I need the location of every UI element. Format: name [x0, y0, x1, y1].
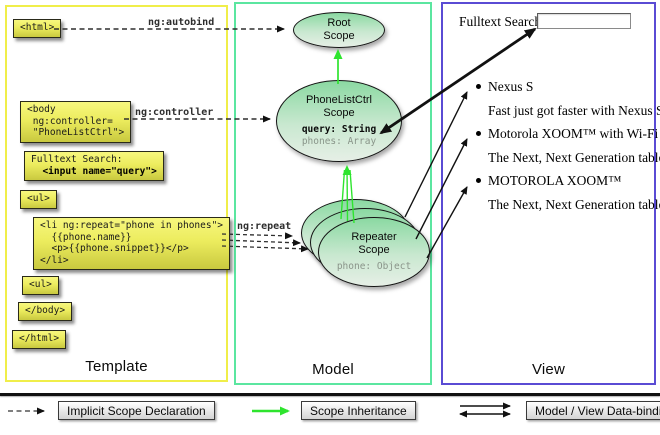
phones-array-property: phones: Array [301, 136, 377, 147]
query-string-property: query: String [301, 123, 377, 135]
fulltext-code-label: Fulltext Search: [31, 154, 123, 165]
body-close-tag: </body> [25, 305, 66, 316]
li-line2: {{phone.name}} [40, 231, 132, 243]
ul-open-tag-box: <ul> [20, 190, 57, 209]
view-item-subtitle: The Next, Next Generation tablet. [488, 149, 660, 165]
root-scope-title-line1: Root [327, 17, 351, 29]
html-close-tag: </html> [19, 333, 60, 344]
view-item-subtitle: Fast just got faster with Nexus S. [488, 102, 660, 118]
view-item-title: Motorola XOOM™ with Wi-Fi [476, 126, 658, 150]
legend-data-binding-box: Model / View Data-binding [526, 401, 660, 420]
ul-close-tag: <ul> [29, 279, 52, 290]
html-open-tag: <html> [20, 22, 55, 33]
phone-object-property: phone: Object [336, 260, 412, 272]
body-open-tag-box: <body ng:controller= "PhoneListCtrl"> [20, 101, 132, 143]
view-results-list: Nexus S Fast just got faster with Nexus … [476, 79, 660, 221]
bullet-icon [476, 131, 481, 137]
li-line4: </li> [40, 254, 69, 266]
fulltext-search-code-box: Fulltext Search: <input name="query"> [24, 151, 164, 181]
view-item-title: Nexus S [476, 79, 652, 103]
view-fulltext-search-label: Fulltext Search: [459, 14, 545, 29]
html-close-tag-box: </html> [12, 330, 67, 349]
phonelistctrl-scope-ellipse: PhoneListCtrl Scope query: String phones… [276, 80, 402, 162]
li-repeat-code-box: <li ng:repeat="phone in phones"> {{phone… [33, 217, 231, 270]
legend-implicit-scope-box: Implicit Scope Declaration [58, 401, 215, 420]
legend-scope-inheritance-box: Scope Inheritance [301, 401, 416, 420]
body-close-tag-box: </body> [18, 302, 73, 321]
li-line3: <p>{{phone.snippet}}</p> [40, 243, 189, 254]
model-panel: Model [234, 2, 432, 385]
ul-open-tag: <ul> [27, 193, 50, 204]
body-open-line1: <body [27, 104, 56, 115]
bullet-icon [476, 84, 481, 89]
view-item-title: MOTOROLA XOOM™ [476, 173, 652, 197]
bullet-icon [476, 178, 481, 184]
repeater-scope-title-line2: Scope [358, 243, 390, 256]
fulltext-search-input[interactable] [537, 13, 631, 29]
phonelistctrl-scope-title-line1: PhoneListCtrl [305, 93, 373, 106]
ng-repeat-label: ng:repeat [237, 221, 292, 232]
li-line1: <li ng:repeat="phone in phones"> [40, 220, 224, 231]
root-scope-title-line2: Scope [323, 30, 355, 42]
repeater-scope-title-line1: Repeater [351, 230, 397, 243]
view-item-subtitle: The Next, Next Generation tablet. [488, 196, 660, 212]
view-panel-label: View [531, 361, 566, 378]
phonelistctrl-scope-title-line2: Scope [323, 106, 355, 119]
ng-controller-label: ng:controller [135, 107, 214, 118]
ul-close-tag-box: <ul> [22, 276, 59, 295]
repeater-scope-ellipse-front: Repeater Scope phone: Object [318, 217, 430, 287]
legend-separator-line [0, 393, 660, 396]
template-panel-label: Template [85, 358, 148, 375]
html-open-tag-box: <html> [13, 19, 62, 38]
body-open-line2: ng:controller= [27, 115, 113, 127]
body-open-line3: "PhoneListCtrl"> [27, 127, 125, 138]
input-query-code: <input name="query"> [31, 165, 157, 177]
model-panel-label: Model [312, 361, 354, 378]
root-scope-ellipse: Root Scope [293, 12, 385, 48]
ng-autobind-label: ng:autobind [148, 17, 215, 28]
